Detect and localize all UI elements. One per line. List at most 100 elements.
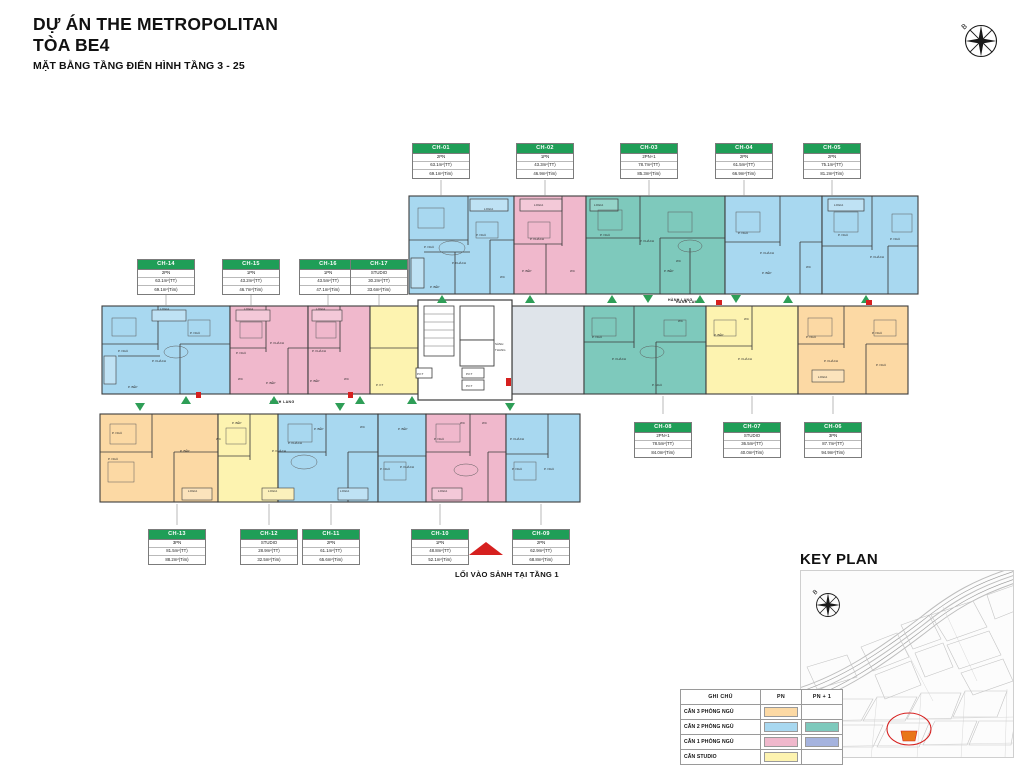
svg-text:WC: WC (216, 437, 221, 441)
svg-text:P. KHÁCH: P. KHÁCH (452, 261, 466, 265)
unit-area-tim: 94.9m²(Tim) (821, 449, 845, 455)
svg-text:LOGIA: LOGIA (484, 207, 493, 211)
unit-area-tt: 61.1m²(TT) (303, 548, 359, 557)
svg-text:P. NGỦ: P. NGỦ (112, 430, 122, 435)
legend-header-row: GHI CHÚ PN PN + 1 (680, 689, 843, 705)
unit-area-tim: 33.6m²(Tim) (367, 286, 391, 292)
unit-area-tt: 81.5m²(TT) (149, 548, 205, 557)
unit-area-tt: 43.2m²(TT) (223, 278, 279, 287)
unit-id: CH-10 (412, 530, 468, 540)
keyplan-title: KEY PLAN (800, 551, 878, 568)
unit-type: 2PN (303, 540, 359, 549)
svg-text:WC: WC (676, 259, 681, 263)
legend-cell-pn-plus (801, 748, 843, 765)
legend-label: CĂN 3 PHÒNG NGỦ (680, 703, 761, 720)
unit-area-tim: 84.0m²(Tim) (651, 449, 675, 455)
project-title-line1: DỰ ÁN THE METROPOLITAN (33, 14, 279, 34)
unit-area-tt: 30.2m²(TT) (351, 278, 407, 287)
unit-area-tim: 66.9m²(Tim) (732, 170, 756, 176)
legend-swatch-pn (764, 721, 798, 732)
unit-type: 1PN (412, 540, 468, 549)
legend-cell-pn-plus (801, 718, 843, 735)
svg-text:LOGIA: LOGIA (244, 307, 253, 311)
unit-area-tim: 46.7m²(Tim) (239, 286, 263, 292)
legend-cell-pn (760, 703, 802, 720)
svg-text:P. NGỦ: P. NGỦ (838, 232, 848, 237)
keyplan-compass-icon: B (812, 589, 840, 617)
unit-area-tt: 63.1m²(TT) (138, 278, 194, 287)
legend-row: CĂN 2 PHÒNG NGỦ (680, 718, 843, 735)
unit-area-tim: 32.5m²(Tim) (257, 556, 281, 562)
fire-markers (196, 300, 872, 398)
svg-text:P. KHÁCH: P. KHÁCH (640, 239, 654, 243)
svg-text:P. KHÁCH: P. KHÁCH (612, 357, 626, 361)
svg-text:P. NGỦ: P. NGỦ (190, 330, 200, 335)
svg-text:WC: WC (678, 319, 683, 323)
svg-text:P. BẾP: P. BẾP (522, 268, 532, 273)
svg-text:LOGIA: LOGIA (818, 375, 827, 379)
unit-area-tim: 69.1m²(Tim) (429, 170, 453, 176)
svg-text:WC: WC (460, 421, 465, 425)
unit-type: 2PN (413, 154, 469, 163)
unit-id: CH-06 (805, 423, 861, 433)
svg-text:P. BẾP: P. BẾP (398, 426, 408, 431)
svg-text:B: B (812, 589, 820, 597)
svg-text:P. KHÁCH: P. KHÁCH (510, 437, 524, 441)
unit-area-tt: 62.9m²(TT) (513, 548, 569, 557)
keyplan-map[interactable]: B (800, 570, 1014, 758)
svg-text:P. NGỦ: P. NGỦ (544, 466, 554, 471)
svg-text:LOGIA: LOGIA (188, 489, 197, 493)
svg-text:WC: WC (570, 269, 575, 273)
svg-text:LOGIA: LOGIA (834, 203, 843, 207)
svg-text:LOGIA: LOGIA (534, 203, 543, 207)
svg-text:P. KHÁCH: P. KHÁCH (152, 359, 166, 363)
compass-north-label: B (960, 22, 969, 31)
unit-id: CH-09 (513, 530, 569, 540)
unit-type: 2PN (804, 154, 860, 163)
entrance-markers (135, 295, 871, 411)
unit-id: CH-17 (351, 260, 407, 270)
svg-text:P. KHÁCH: P. KHÁCH (870, 255, 884, 259)
svg-text:P. KT: P. KT (376, 383, 383, 387)
svg-text:P. BẾP: P. BẾP (266, 380, 276, 385)
unit-type: 2PN+1 (621, 154, 677, 163)
svg-text:P. BẾP: P. BẾP (310, 378, 320, 383)
unit-type: 3PN (805, 433, 861, 442)
unit-type: STUDIO (724, 433, 780, 442)
compass-rose-icon: B (960, 22, 998, 58)
svg-text:P. NGỦ: P. NGỦ (380, 466, 390, 471)
unit-area-tt: 43.5m²(TT) (300, 278, 356, 287)
svg-text:P. NGỦ: P. NGỦ (118, 348, 128, 353)
unit-area-tt: 28.9m²(TT) (241, 548, 297, 557)
unit-area-tim: 88.2m²(Tim) (165, 556, 189, 562)
unit-type: 1PN (223, 270, 279, 279)
entry-arrow-icon (469, 542, 503, 555)
svg-text:P.KT: P.KT (417, 372, 424, 376)
svg-text:P. NGỦ: P. NGỦ (738, 230, 748, 235)
unit-area-tt: 75.1m²(TT) (804, 162, 860, 171)
svg-text:P. BẾP: P. BẾP (180, 448, 190, 453)
legend-header-note: GHI CHÚ (680, 689, 761, 705)
unit-type: 3PN (149, 540, 205, 549)
unit-type: 1PN (517, 154, 573, 163)
leader-lines (165, 180, 834, 525)
unit-area-tim: 46.9m²(Tim) (533, 170, 557, 176)
